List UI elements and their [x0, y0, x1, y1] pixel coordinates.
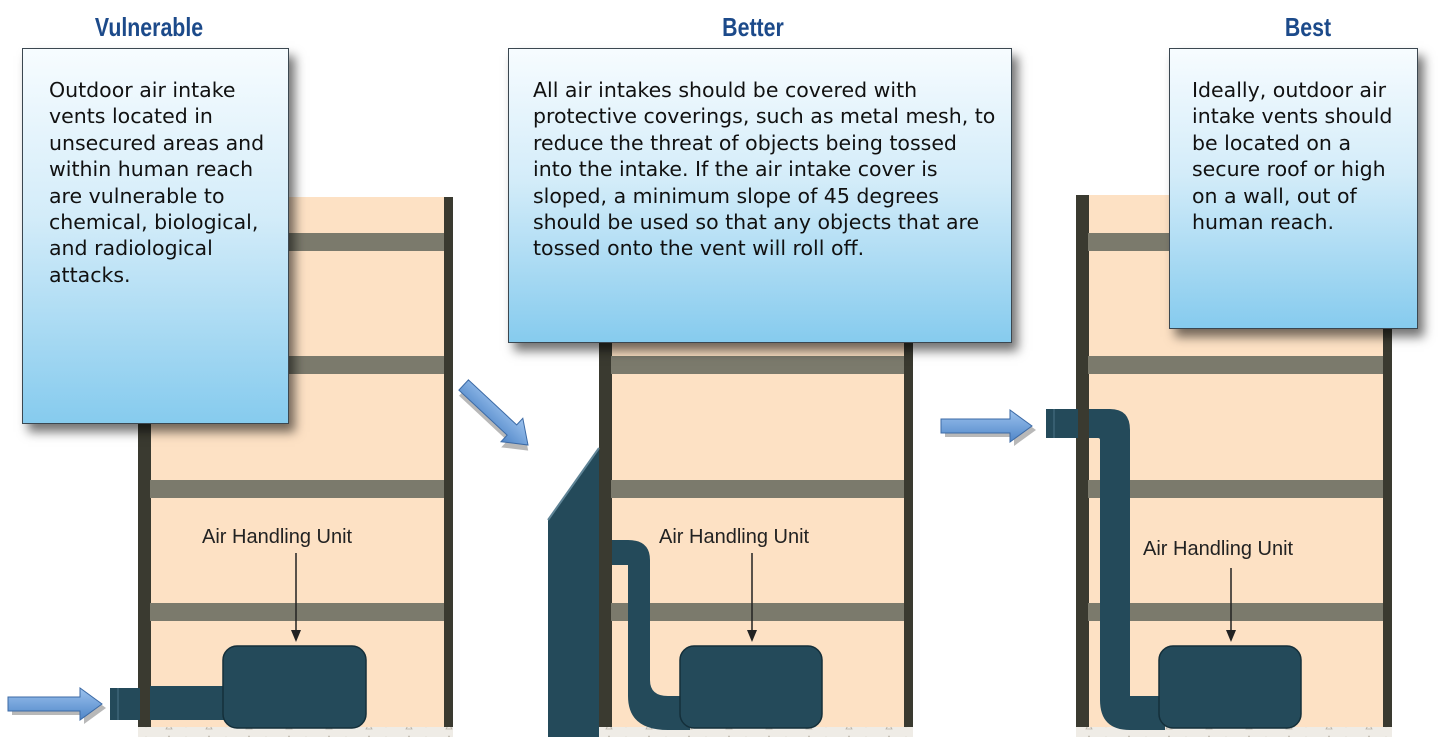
- floor-slab: [1088, 356, 1383, 374]
- panel-vulnerable: [7, 197, 453, 737]
- wall-right-better: [904, 300, 913, 737]
- label-pointer-head: [291, 630, 301, 642]
- airflow-arrow-icon: [940, 409, 1036, 446]
- duct: [1089, 409, 1165, 730]
- callout-vulnerable: Outdoor air intake vents located in unse…: [22, 48, 289, 424]
- air-handling-unit-label: Air Handling Unit: [1143, 538, 1294, 560]
- floor-slab: [150, 480, 444, 498]
- duct: [150, 686, 230, 720]
- panel-better: [458, 300, 913, 737]
- airflow-arrow-icon: [7, 687, 106, 724]
- floor-slab: [1088, 603, 1383, 621]
- floor-slab: [611, 356, 904, 374]
- label-pointer-head: [1226, 630, 1236, 642]
- floor-slab: [611, 480, 904, 498]
- panel-title-better: Better: [722, 12, 784, 42]
- intake-vent: [110, 688, 140, 720]
- wall-right-vulnerable: [444, 197, 453, 737]
- air-handling-unit: [222, 645, 367, 729]
- panel-title-best: Best: [1284, 12, 1332, 42]
- airflow-arrow-icon: [458, 379, 529, 451]
- sloped-intake-cover: [548, 448, 599, 737]
- floor-slab: [1088, 480, 1383, 498]
- air-handling-unit-label: Air Handling Unit: [659, 526, 810, 548]
- ground: [138, 727, 453, 737]
- ground: [599, 727, 913, 737]
- label-pointer-head: [747, 630, 757, 642]
- wall-right-best: [1383, 195, 1392, 737]
- wall-left-best: [1076, 195, 1089, 737]
- ground: [1076, 727, 1392, 737]
- intake-vent: [1046, 409, 1078, 438]
- duct: [612, 540, 690, 730]
- floor-slab: [611, 603, 904, 621]
- air-handling-unit: [1158, 645, 1302, 729]
- floor-slab: [150, 603, 444, 621]
- wall-left-better: [599, 300, 612, 737]
- callout-better: All air intakes should be covered with p…: [508, 48, 1012, 343]
- callout-best: Ideally, outdoor air intake vents should…: [1169, 48, 1418, 329]
- air-handling-unit: [679, 645, 823, 729]
- panel-title-vulnerable: Vulnerable: [94, 12, 204, 42]
- air-handling-unit-label: Air Handling Unit: [202, 526, 353, 548]
